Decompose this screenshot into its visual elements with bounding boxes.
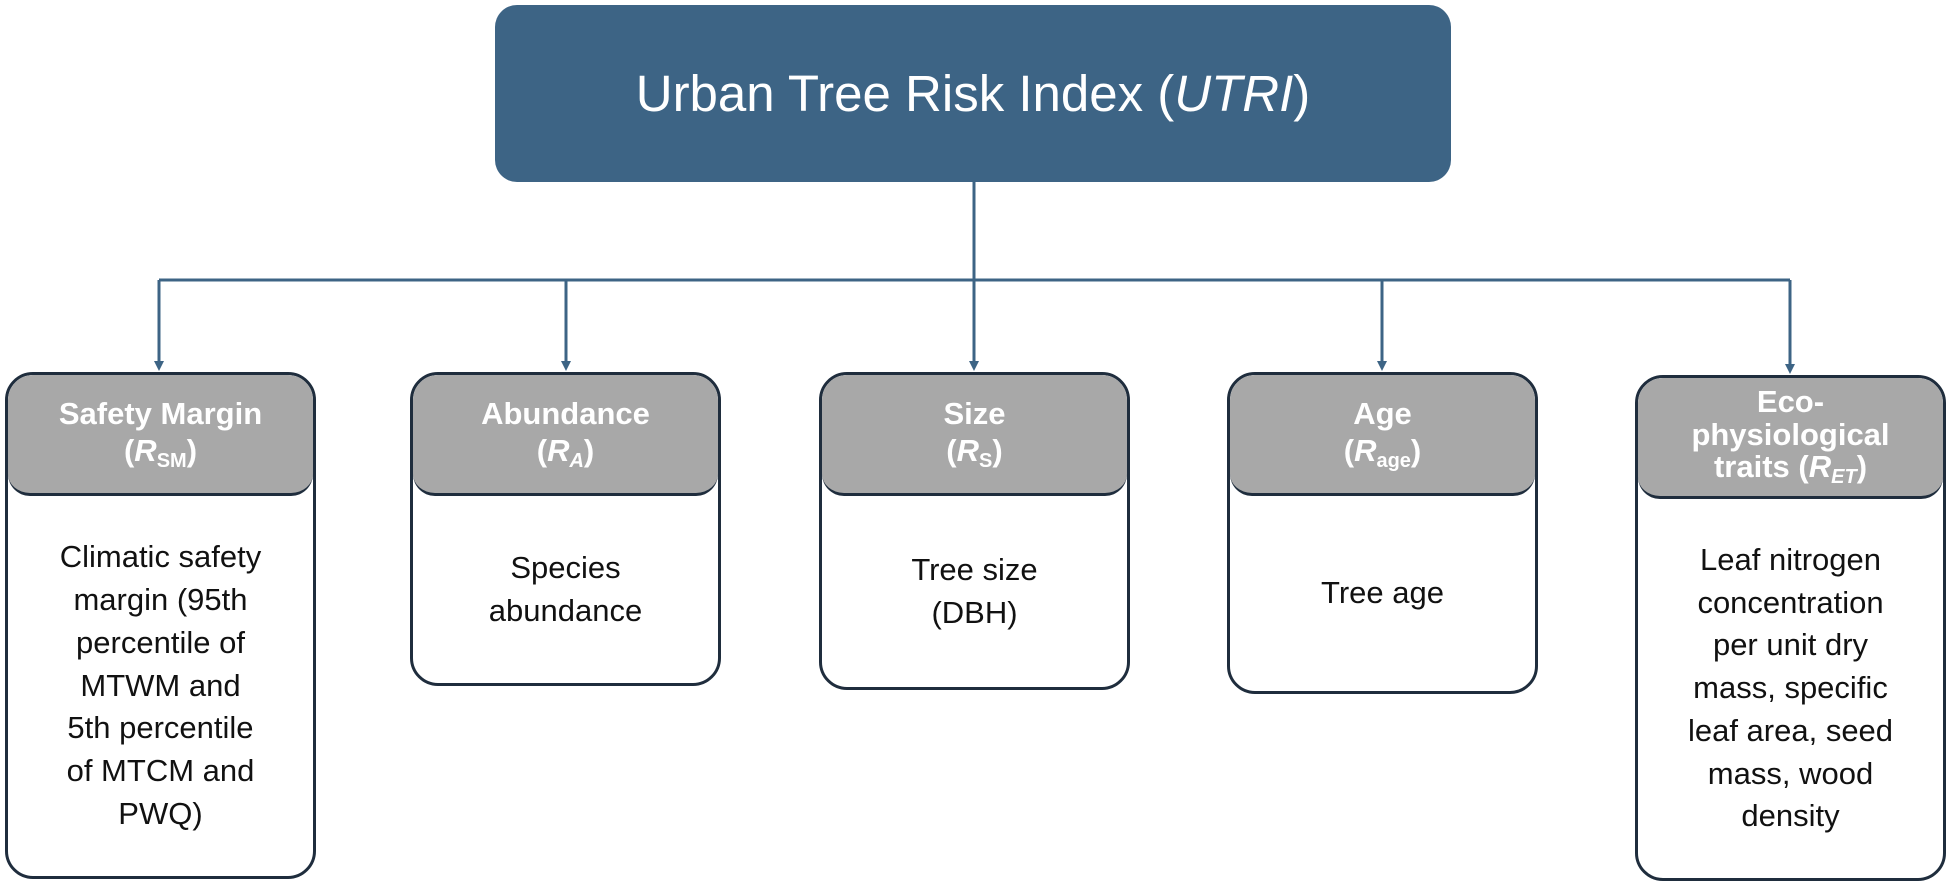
card-symbol: (RS) <box>946 433 1003 473</box>
card-symbol: (RET) <box>1798 449 1868 489</box>
card-description: Species abundance <box>488 549 643 628</box>
card-body: Leaf nitrogen concentration per unit dry… <box>1638 499 1943 878</box>
title-close-paren: ) <box>1293 65 1311 122</box>
symbol-subscript-text: ET <box>1831 466 1857 489</box>
symbol-letter: R <box>547 433 570 469</box>
card-heading: Size <box>943 395 1006 431</box>
card-description: Tree size (DBH) <box>911 551 1038 630</box>
component-card-age: Age (Rage) Tree age <box>1227 372 1538 694</box>
card-symbol: (RSM) <box>123 433 198 473</box>
card-symbol: (Rage) <box>1343 433 1422 473</box>
card-heading: Safety Margin <box>58 395 263 431</box>
card-body: Tree size (DBH) <box>822 496 1127 687</box>
symbol-subscript: S <box>979 450 993 473</box>
title-text: Urban Tree Risk Index ( <box>635 65 1175 122</box>
symbol-subscript-text: A <box>569 450 584 473</box>
symbol-letter: R <box>1354 433 1377 469</box>
card-heading: Age <box>1353 395 1412 431</box>
symbol-letter: R <box>134 433 157 469</box>
card-symbol: (RA) <box>536 433 595 473</box>
symbol-subscript: ET <box>1831 466 1857 488</box>
card-body: Climatic safety margin (95th percentile … <box>8 496 313 876</box>
card-heading: Abundance <box>481 395 650 431</box>
symbol-subscript: age <box>1376 450 1411 473</box>
card-heading-text: Eco- physiological traits <box>1691 383 1890 485</box>
card-description: Climatic safety margin (95th percentile … <box>59 539 262 831</box>
card-heading: Eco- physiological traits (RET) <box>1691 383 1890 489</box>
title-abbreviation: UTRI <box>1174 65 1294 122</box>
symbol-letter: R <box>1808 449 1832 485</box>
component-card-abundance: Abundance (RA) Species abundance <box>410 372 721 686</box>
card-body: Tree age <box>1230 496 1535 691</box>
card-description: Leaf nitrogen concentration per unit dry… <box>1687 541 1894 834</box>
title-box: Urban Tree Risk Index (UTRI) <box>495 5 1451 182</box>
card-header: Safety Margin (RSM) <box>8 375 313 496</box>
component-card-safety-margin: Safety Margin (RSM) Climatic safety marg… <box>5 372 316 879</box>
card-header: Eco- physiological traits (RET) <box>1638 378 1943 499</box>
card-description: Tree age <box>1321 575 1444 611</box>
symbol-subscript: SM <box>156 450 187 473</box>
card-header: Size (RS) <box>822 375 1127 496</box>
card-header: Abundance (RA) <box>413 375 718 496</box>
card-body: Species abundance <box>413 496 718 683</box>
component-card-size: Size (RS) Tree size (DBH) <box>819 372 1130 690</box>
symbol-letter: R <box>956 433 980 469</box>
component-card-eco-physiological: Eco- physiological traits (RET) Leaf nit… <box>1635 375 1946 881</box>
symbol-subscript: A <box>569 450 583 472</box>
card-header: Age (Rage) <box>1230 375 1535 496</box>
